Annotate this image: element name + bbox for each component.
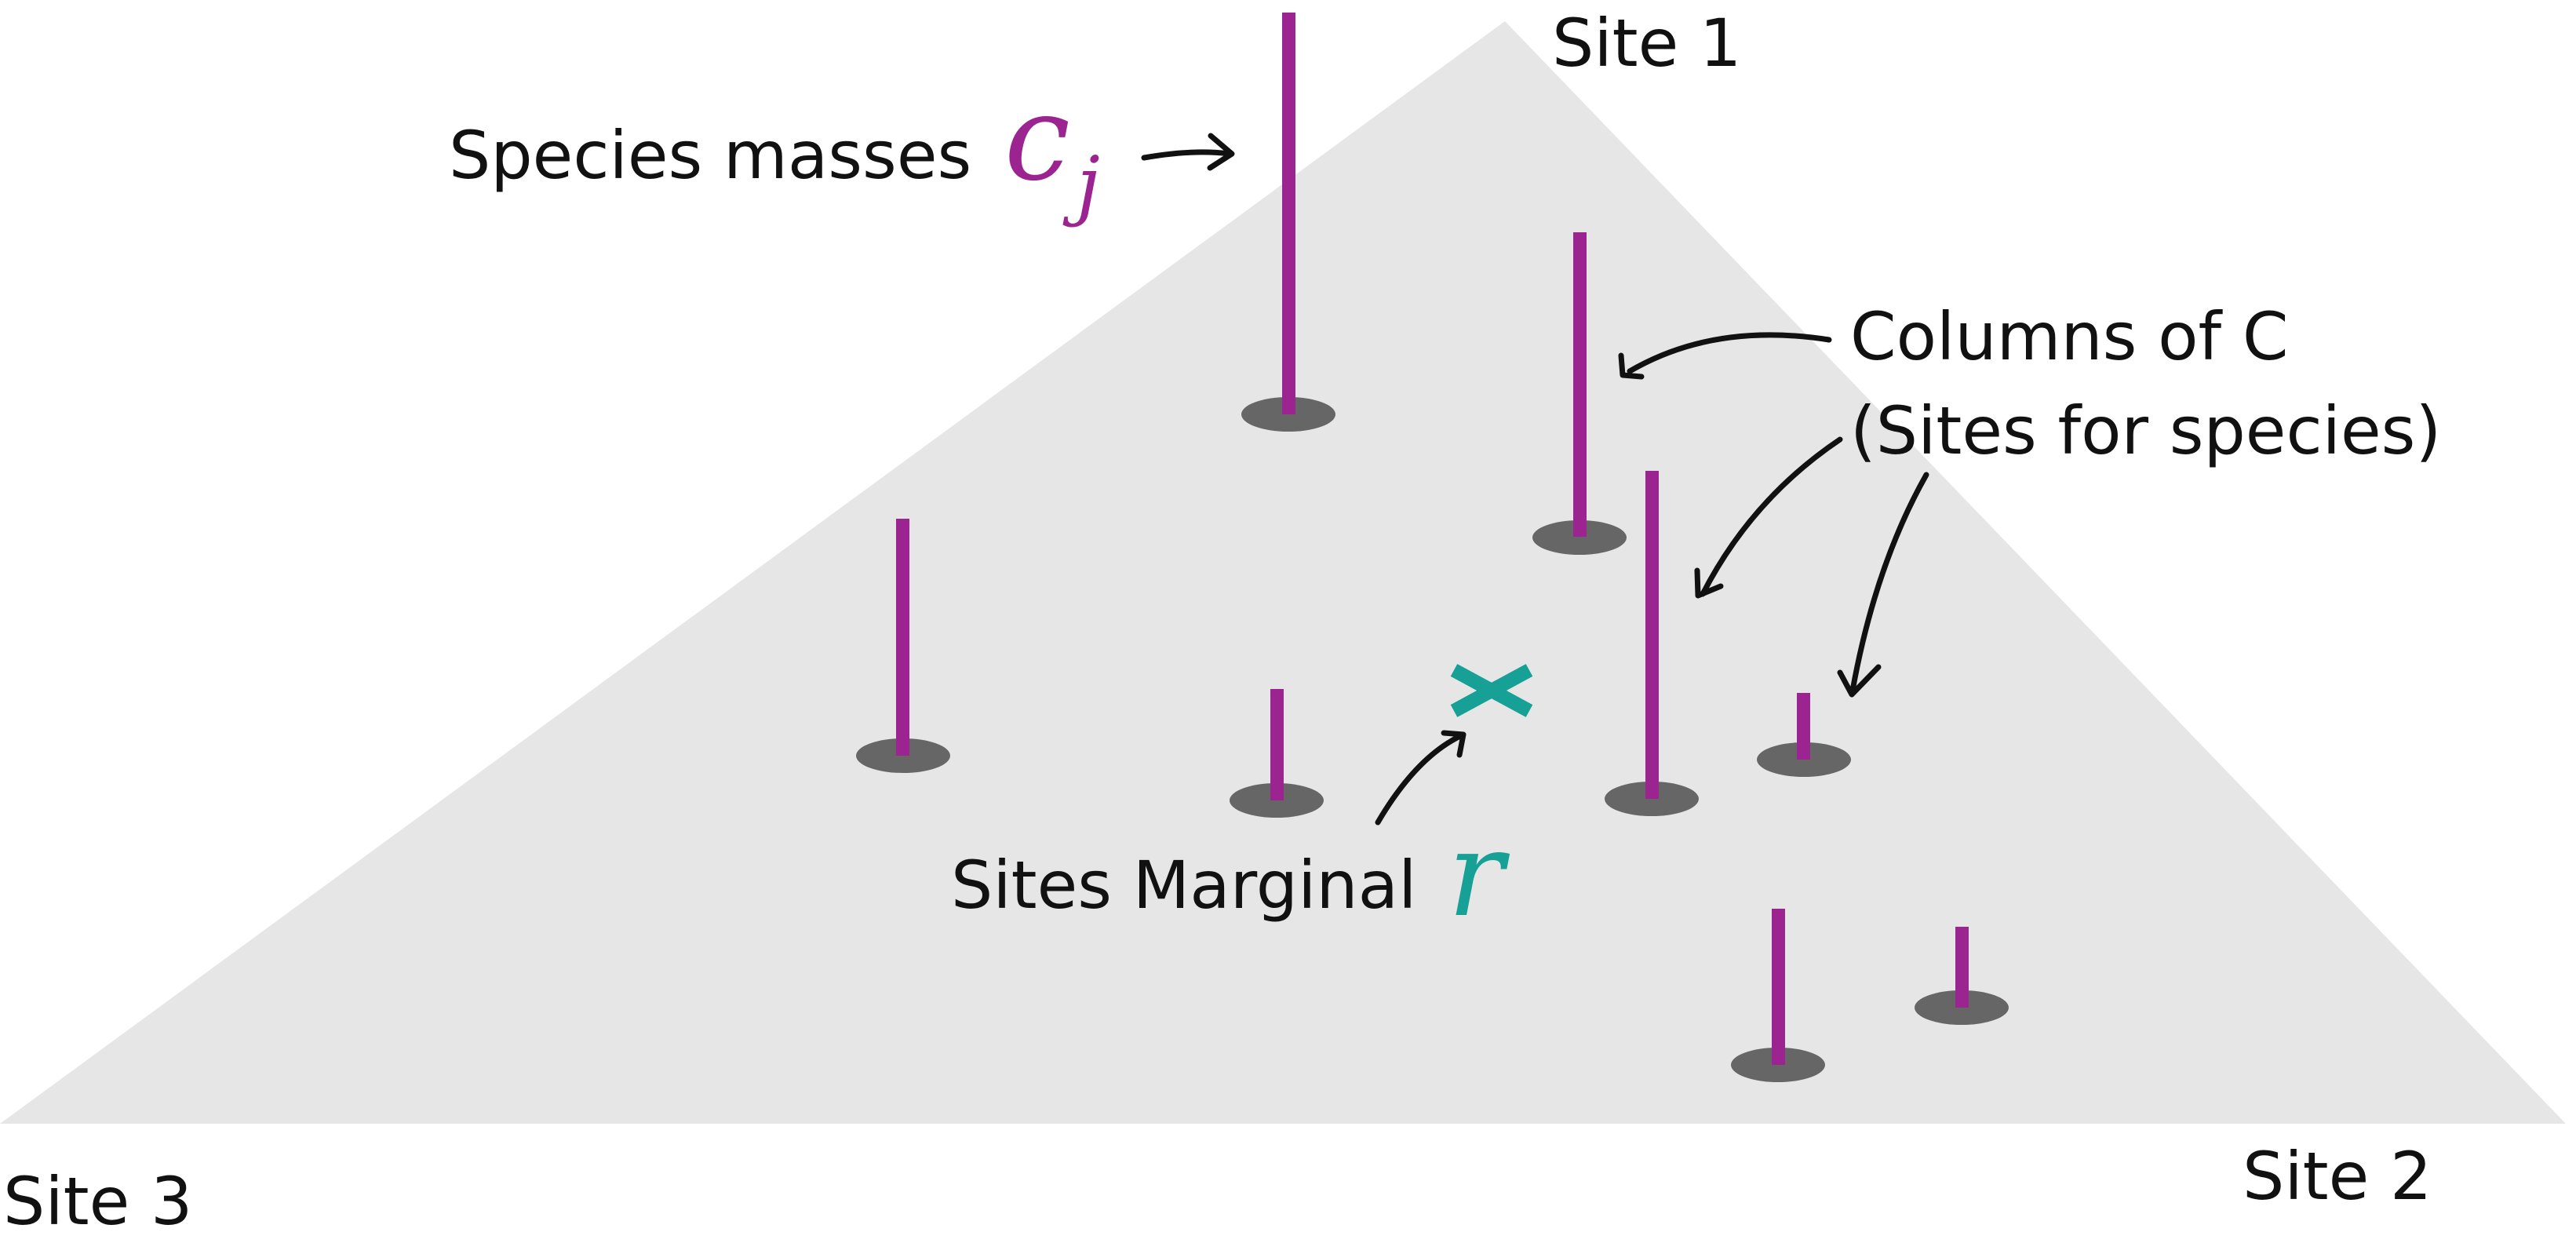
arrow-icon [1207, 133, 1235, 171]
sites-marginal-symbol: r [1448, 807, 1510, 943]
species-column [1241, 13, 1335, 432]
arrow-icon [1837, 664, 1882, 698]
species-columns [856, 13, 2009, 1082]
vertex-label-site1: Site 1 [1552, 5, 1741, 82]
species-stick [1645, 471, 1659, 799]
vertex-label-site2: Site 2 [2243, 1138, 2432, 1215]
arrow-icon [1618, 352, 1645, 380]
arrow-icon [1441, 730, 1467, 758]
arrow-icon [1694, 567, 1724, 599]
species-stick [1955, 927, 1969, 1008]
species-column [1230, 689, 1324, 818]
species-base [1532, 520, 1627, 555]
species-stick [1772, 909, 1785, 1065]
cross-stroke [1450, 664, 1533, 717]
vertex-label-site3: Site 3 [3, 1163, 192, 1240]
arrow-icon [1627, 332, 1832, 374]
species-column [1757, 693, 1851, 777]
simplex-triangle [0, 21, 2566, 1124]
species-stick [1573, 232, 1587, 537]
arrow-icon [1849, 472, 1929, 694]
species-stick [1270, 689, 1284, 800]
species-stick [896, 519, 909, 756]
species-column [1532, 232, 1627, 555]
columns-label: Columns of C [1850, 298, 2288, 375]
species-masses-label: Species masses [449, 117, 971, 194]
species-column [1915, 927, 2009, 1025]
annotation-arrows [1141, 133, 1929, 826]
arrow-icon [1141, 149, 1233, 161]
columns-label-sub: (Sites for species) [1850, 392, 2441, 469]
species-masses-symbol: c [1004, 71, 1070, 207]
species-stick [1797, 693, 1810, 760]
species-stick [1282, 13, 1295, 414]
species-column [1731, 909, 1825, 1082]
sites-marginal-label: Sites Marginal [951, 847, 1416, 924]
arrow-icon [1375, 733, 1463, 826]
cross-icon [1450, 664, 1533, 717]
arrow-icon [1700, 436, 1843, 597]
species-column [1605, 471, 1699, 816]
species-column [856, 519, 950, 773]
